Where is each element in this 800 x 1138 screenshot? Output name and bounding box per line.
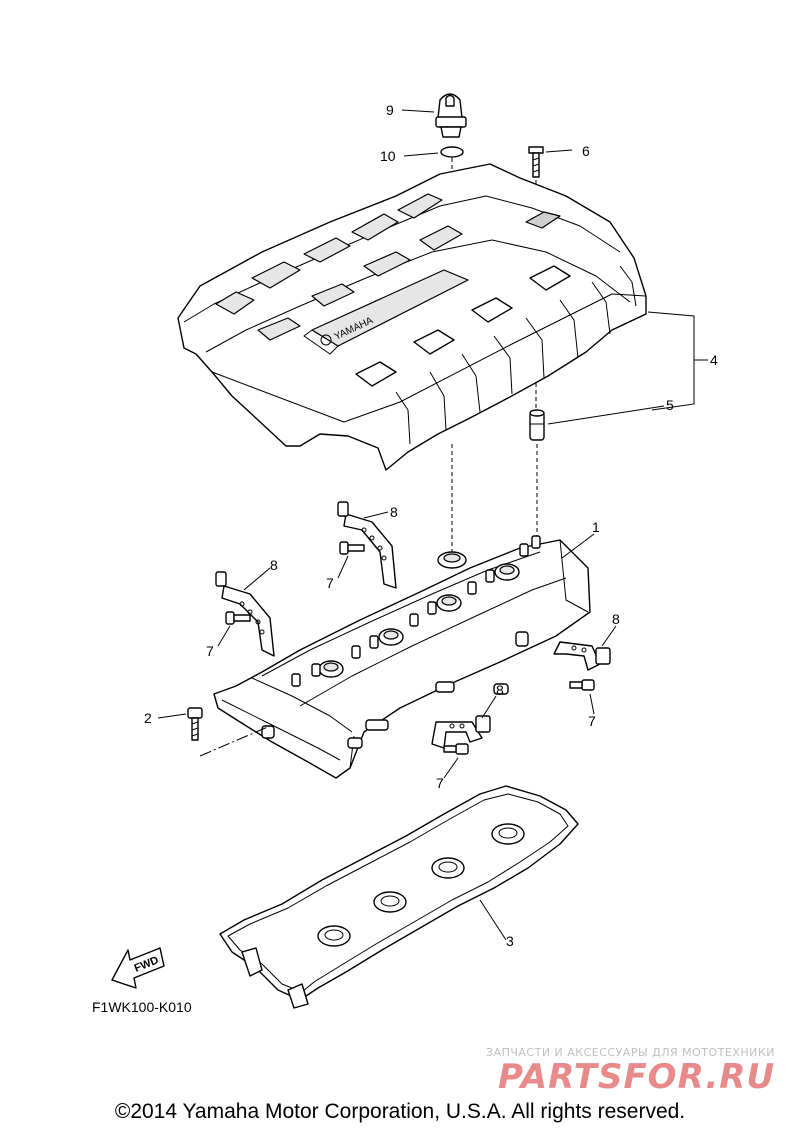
callout-8-left: 8 <box>270 557 278 573</box>
callout-2: 2 <box>144 710 152 726</box>
callout-8-front: 8 <box>496 682 504 698</box>
bracket-right[interactable] <box>553 641 611 671</box>
cylinder-head-cover[interactable] <box>213 535 591 779</box>
callout-10: 10 <box>380 148 396 164</box>
bolt-front[interactable] <box>443 743 469 755</box>
o-ring[interactable] <box>440 146 464 158</box>
callout-9: 9 <box>386 102 394 118</box>
fwd-arrow-icon <box>111 947 165 989</box>
grommet[interactable] <box>529 409 545 441</box>
callout-8-upper: 8 <box>390 504 398 520</box>
watermark-logo: PARTSFOR.RU <box>498 1057 775 1097</box>
head-cover-gasket[interactable] <box>219 785 579 1009</box>
callout-8-right: 8 <box>612 611 620 627</box>
bracket-front[interactable] <box>431 715 491 749</box>
cover-bolt[interactable] <box>187 707 203 741</box>
oil-filler-cap[interactable] <box>435 93 467 138</box>
copyright-notice: ©2014 Yamaha Motor Corporation, U.S.A. A… <box>114 1100 686 1123</box>
diagram-code: F1WK100-K010 <box>92 999 192 1015</box>
callout-3: 3 <box>506 933 514 949</box>
callout-7-upper: 7 <box>326 575 334 591</box>
cover-screw[interactable] <box>528 146 544 178</box>
callout-7-left: 7 <box>206 643 214 659</box>
callout-4: 4 <box>710 352 718 368</box>
bracket-left-lower[interactable] <box>215 571 275 657</box>
callout-5: 5 <box>666 397 674 413</box>
callout-7-front: 7 <box>436 775 444 791</box>
callout-6: 6 <box>582 143 590 159</box>
callout-7-right: 7 <box>588 713 596 729</box>
bolt-left[interactable] <box>225 611 251 625</box>
bolt-upper[interactable] <box>339 541 365 555</box>
engine-cover[interactable] <box>177 163 647 471</box>
bolt-right[interactable] <box>569 679 595 691</box>
callout-1: 1 <box>592 519 600 535</box>
watermark-tagline: ЗАПЧАСТИ И АКСЕССУАРЫ ДЛЯ МОТОТЕХНИКИ <box>486 1046 775 1059</box>
bracket-left-upper[interactable] <box>337 501 397 589</box>
